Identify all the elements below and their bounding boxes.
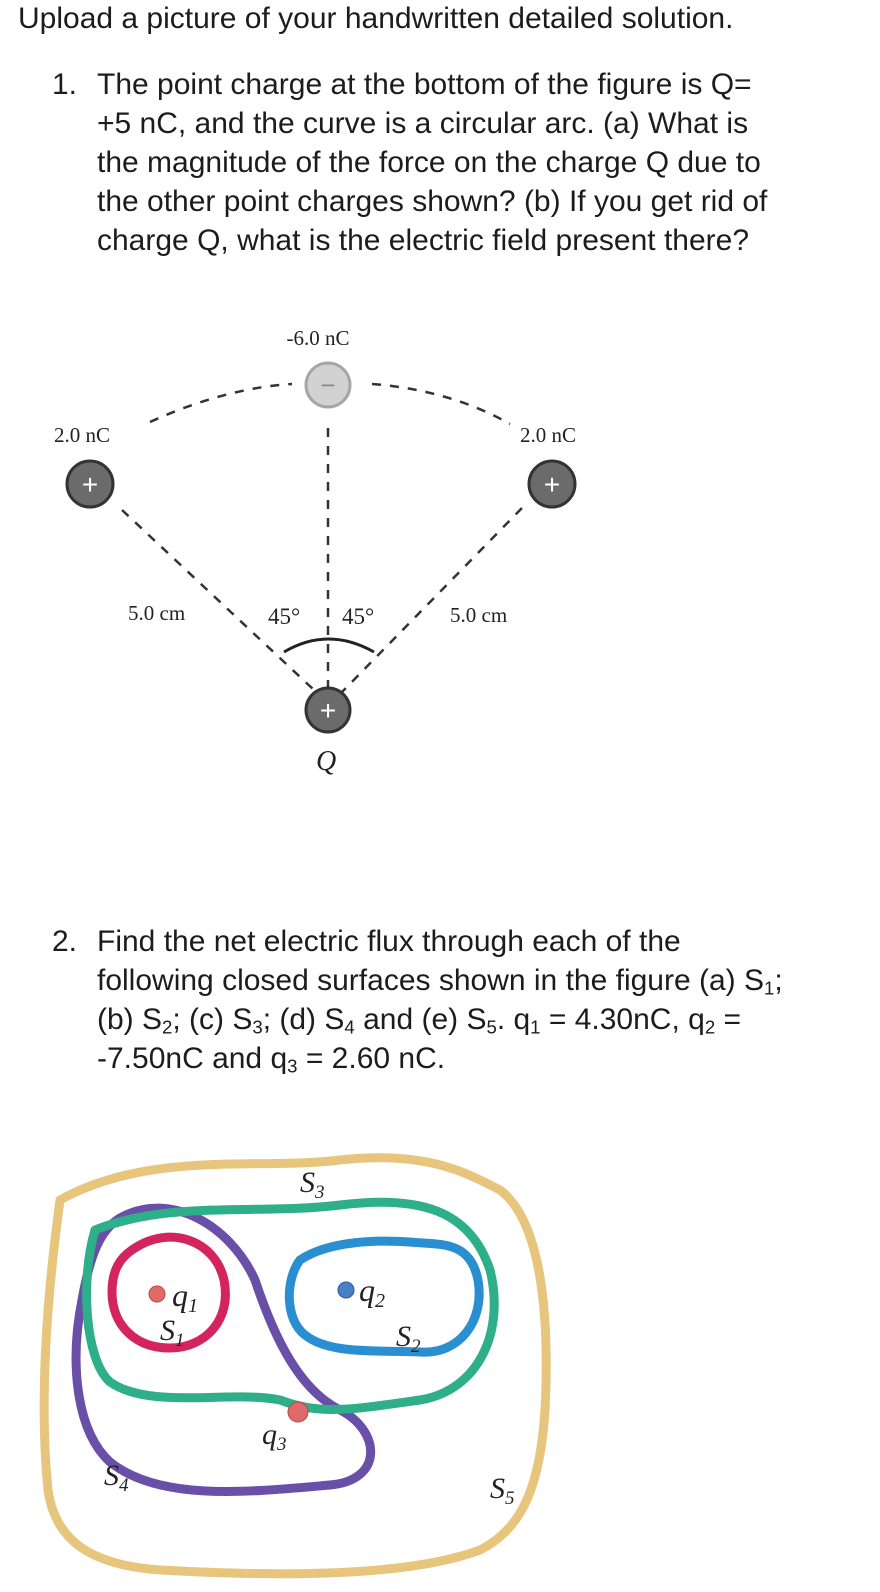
left-radius-line: [121, 509, 315, 691]
label-s4: S4: [104, 1459, 129, 1496]
label-q1: q1: [172, 1277, 198, 1317]
charge-Q-label: Q: [316, 746, 336, 777]
left-angle-label: 45°: [268, 604, 300, 629]
plus-sign: +: [320, 695, 336, 726]
surface-s1: [107, 1232, 230, 1353]
charges-arc-figure: − + + + -6.0 nC 2.0 nC 2.0 nC 5.0 cm 5.0…: [54, 326, 577, 777]
question-2-line: (b) S2; (c) S3; (d) S4 and (e) S5. q1 = …: [97, 1003, 742, 1038]
surface-s2: [284, 1236, 484, 1357]
right-angle-label: 45°: [342, 604, 374, 629]
right-charge-label: 2.0 nC: [520, 423, 576, 447]
question-2-line: -7.50nC and q3 = 2.60 nC.: [97, 1042, 446, 1077]
arc-right: [371, 382, 511, 426]
angle-arc: [283, 637, 375, 654]
label-s2: S2: [396, 1320, 421, 1357]
question-2-line: Find the net electric flux through each …: [97, 925, 681, 958]
question-1-number: 1.: [52, 68, 78, 101]
question-2-line: following closed surfaces shown in the f…: [97, 964, 783, 999]
label-q2: q2: [359, 1272, 385, 1312]
question-1-line: charge Q, what is the electric field pre…: [97, 224, 750, 257]
question-1-text: The point charge at the bottom of the fi…: [97, 65, 767, 260]
question-1-line: the magnitude of the force on the charge…: [97, 146, 761, 179]
arc-left: [149, 382, 293, 424]
label-s1: S1: [160, 1314, 185, 1351]
charge-Q: [304, 686, 352, 734]
left-charge-label: 2.0 nC: [54, 423, 110, 447]
dashed-guides: [121, 382, 523, 693]
left-distance-label: 5.0 cm: [128, 601, 185, 625]
gaussian-surfaces-figure: q1 q2 q3 S1 S2 S3 S4 S5: [39, 1153, 551, 1579]
label-q3: q3: [262, 1418, 287, 1455]
charge-q3: [287, 1401, 309, 1423]
right-positive-charge: [527, 459, 577, 509]
plus-sign: +: [82, 469, 98, 500]
question-2-text: Find the net electric flux through each …: [97, 922, 783, 1078]
right-radius-line: [341, 507, 523, 693]
surface-s4: [71, 1203, 376, 1496]
question-1-line: The point charge at the bottom of the fi…: [97, 68, 752, 101]
charge-q1: [148, 1285, 166, 1303]
surface-s3: [82, 1197, 499, 1414]
label-s5: S5: [490, 1472, 515, 1509]
minus-sign: −: [320, 370, 335, 400]
label-s3: S3: [300, 1166, 325, 1203]
right-distance-label: 5.0 cm: [450, 603, 507, 627]
left-positive-charge: [65, 459, 115, 509]
plus-sign: +: [544, 469, 560, 500]
top-charge-label: -6.0 nC: [287, 326, 350, 350]
instruction-header: Upload a picture of your handwritten det…: [18, 2, 734, 35]
question-1-line: the other point charges shown? (b) If yo…: [97, 185, 768, 218]
negative-charge: [304, 361, 352, 409]
charge-q2: [337, 1281, 355, 1299]
surface-s5: [39, 1153, 551, 1579]
question-2-number: 2.: [52, 925, 78, 958]
question-1-line: +5 nC, and the curve is a circular arc. …: [97, 107, 749, 140]
